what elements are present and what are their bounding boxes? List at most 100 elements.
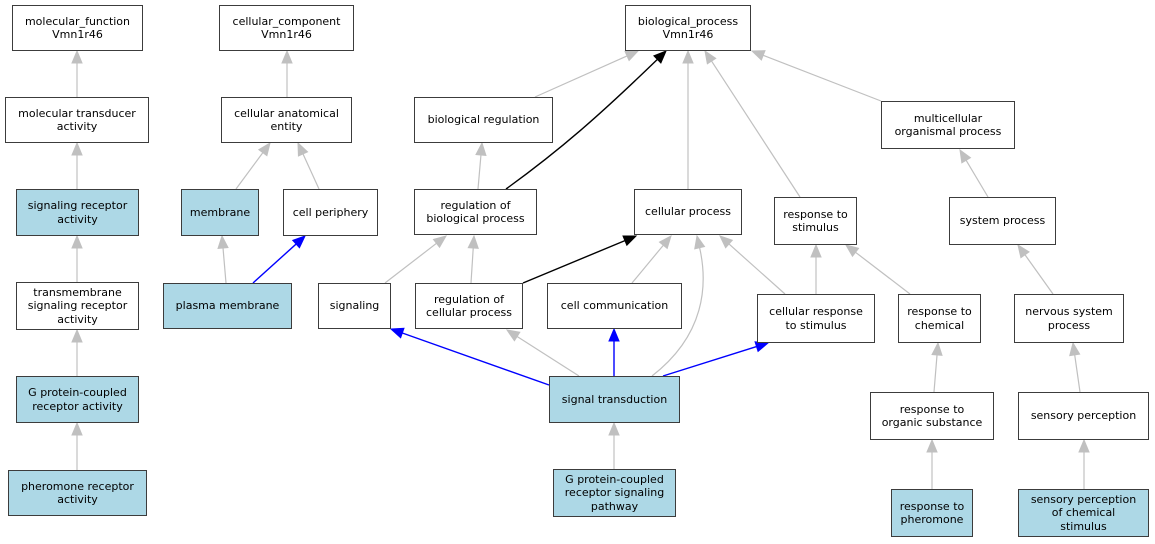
node-label: biological_process Vmn1r46 [637,14,739,42]
node-nsp[interactable]: nervous system process [1014,294,1124,343]
node-sp[interactable]: sensory perception [1018,392,1149,440]
edge-line [222,247,227,284]
node-signaling[interactable]: signaling [318,283,391,329]
edge-line [516,335,580,377]
arrowhead-icon [931,341,943,356]
edge-rtc-to-rts [844,244,911,295]
arrowhead-icon [719,235,734,249]
arrowhead-icon [1078,438,1090,453]
node-label: response to organic substance [881,402,983,430]
node-label: transmembrane signaling receptor activit… [27,285,128,326]
edge-line [470,247,474,284]
node-gpcrsp[interactable]: G protein-coupled receptor signaling pat… [553,469,676,517]
node-bp[interactable]: biological_process Vmn1r46 [625,5,751,51]
arrowhead-icon [71,141,83,156]
node-gpcra[interactable]: G protein-coupled receptor activity [16,376,139,423]
arrowhead-icon [844,244,860,258]
node-label: nervous system process [1025,305,1113,332]
node-rts[interactable]: response to stimulus [774,197,857,245]
node-st[interactable]: signal transduction [549,376,680,423]
edge-st-to-crs [662,341,770,377]
arrowhead-icon [682,49,694,64]
node-cc[interactable]: cellular_component Vmn1r46 [219,5,354,51]
node-sra[interactable]: signaling receptor activity [16,189,139,236]
edge-line [631,244,664,284]
node-mta[interactable]: molecular transducer activity [5,97,149,143]
node-label: G protein-coupled receptor signaling pat… [564,472,665,513]
node-label: sensory perception of chemical stimulus [1030,492,1137,533]
node-label: cellular process [645,205,731,219]
node-mf[interactable]: molecular_function Vmn1r46 [12,5,143,51]
node-cellper[interactable]: cell periphery [283,189,378,236]
edge-crs-to-rts [810,243,822,294]
edge-regbp-to-breg [475,141,487,190]
node-membrane[interactable]: membrane [181,189,259,236]
edge-cellproc-to-bp [682,49,694,189]
arrowhead-icon [608,421,620,436]
arrowhead-icon [810,243,822,258]
arrowhead-icon [926,438,938,453]
node-regcp[interactable]: regulation of cellular process [415,283,523,329]
arrowhead-icon [658,234,672,250]
node-breg[interactable]: biological regulation [414,97,553,143]
node-label: cellular_component Vmn1r46 [232,14,341,42]
edge-st-to-cellcomm [608,327,620,376]
node-rtc[interactable]: response to chemical [898,294,981,343]
arrowhead-icon [475,141,487,156]
edge-rtp-to-ros [926,438,938,489]
node-pra[interactable]: pheromone receptor activity [8,470,147,516]
edge-sysproc-to-mop [959,148,989,198]
arrowhead-icon [257,141,271,157]
node-mop[interactable]: multicellular organismal process [881,101,1015,149]
edge-line [711,60,801,198]
edge-gpcrsp-to-st [608,421,620,469]
node-ros[interactable]: response to organic substance [870,392,994,440]
node-label: cell communication [560,299,669,313]
edge-membrane-to-cae [235,141,271,190]
node-label: signaling receptor activity [27,199,128,226]
edge-line [477,154,482,190]
node-tsra[interactable]: transmembrane signaling receptor activit… [16,282,139,330]
node-label: biological regulation [427,113,540,127]
node-label: system process [959,214,1046,228]
node-label: cell periphery [292,205,369,219]
edge-mta-to-mf [71,49,83,97]
node-crs[interactable]: cellular response to stimulus [757,294,875,343]
edge-line [534,55,628,98]
edge-pm-to-membrane [217,234,229,284]
edge-line [252,243,297,284]
arrowhead-icon [71,328,83,343]
node-cellcomm[interactable]: cell communication [547,283,682,329]
node-rtp[interactable]: response to pheromone [891,489,973,537]
edge-line [651,247,704,377]
node-sysproc[interactable]: system process [949,197,1056,245]
arrowhead-icon [624,50,640,62]
edge-regcp-to-cellproc [522,235,638,284]
node-label: sensory perception [1030,409,1137,423]
edge-st-to-cellproc [651,234,706,377]
node-spcs[interactable]: sensory perception of chemical stimulus [1018,489,1149,537]
arrowhead-icon [291,235,306,249]
edge-crs-to-cellproc [719,235,786,295]
arrowhead-icon [71,234,83,249]
node-label: signaling [329,299,380,313]
arrowhead-icon [281,49,293,64]
node-cae[interactable]: cellular anatomical entity [221,97,352,143]
node-label: membrane [189,205,251,219]
node-cellproc[interactable]: cellular process [634,189,742,235]
arrowhead-icon [608,327,620,342]
edge-pra-to-gpcra [71,421,83,470]
edge-line [235,152,264,190]
arrowhead-icon [432,235,448,249]
arrowhead-icon [467,234,479,249]
edge-tsra-to-sra [71,234,83,282]
arrowhead-icon [959,148,972,164]
edge-line [384,242,437,284]
edge-nsp-to-sysproc [1017,243,1054,295]
node-pm[interactable]: plasma membrane [163,283,292,329]
node-label: G protein-coupled receptor activity [28,386,127,413]
node-label: signal transduction [561,392,668,406]
node-regbp[interactable]: regulation of biological process [414,189,537,235]
edge-line [522,239,626,284]
